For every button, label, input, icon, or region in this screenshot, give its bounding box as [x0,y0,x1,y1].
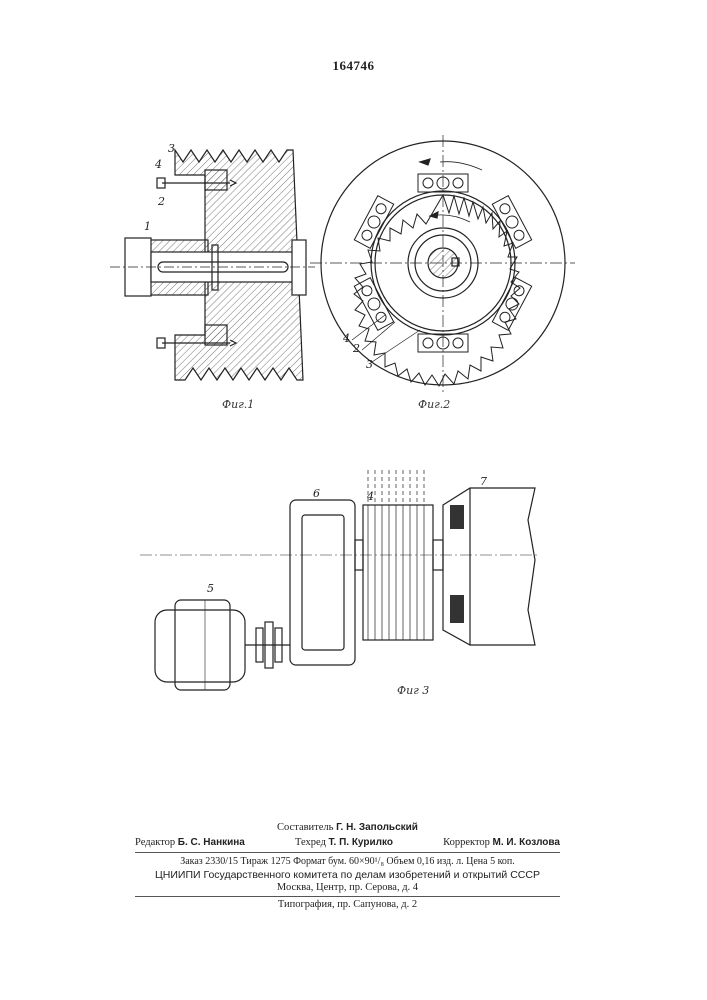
figure-2-front-view [310,135,575,395]
printer: Типография, пр. Сапунова, д. 2 [135,899,560,910]
fig2-caption: Фиг.2 [418,398,450,411]
divider [135,896,560,897]
fig3-label-5: 5 [207,582,214,595]
compiler-name: Г. Н. Запольский [336,822,418,833]
corrector-label: Корректор [443,837,490,848]
order-line: Заказ 2330/15 Тираж 1275 Формат бум. 60×… [135,856,560,867]
techred: Техред Т. П. Курилко [295,837,393,848]
fig2-label-3: 3 [366,358,373,371]
fig1-label-2: 2 [157,195,165,208]
fig3-label-6: 6 [313,487,320,500]
staff-line: Редактор Б. С. Нанкина Техред Т. П. Кури… [135,837,560,848]
editor-name: Б. С. Нанкина [178,837,245,848]
figure-3-assembly-view [140,470,540,690]
fig2-label-2: 2 [352,342,360,355]
fig3-label-7: 7 [480,475,487,488]
address: Москва, Центр, пр. Серова, д. 4 [135,882,560,893]
fig3-label-4: 4 [366,490,374,503]
corrector-name: М. И. Козлова [493,837,560,848]
fig1-label-1: 1 [144,220,151,233]
divider [135,852,560,853]
corrector: Корректор М. И. Козлова [443,837,560,848]
editor-label: Редактор [135,837,175,848]
compiler-line: Составитель Г. Н. Запольский [135,822,560,833]
fig1-label-4: 4 [154,158,162,171]
fig1-label-3: 3 [168,142,175,155]
figure-1-section-view [110,150,315,380]
compiler-label: Составитель [277,822,333,833]
techred-name: Т. П. Курилко [329,837,393,848]
publisher: ЦНИИПИ Государственного комитета по дела… [135,869,560,881]
fig2-label-4: 4 [342,332,350,345]
fig3-caption: Фиг 3 [397,684,429,697]
techred-label: Техред [295,837,326,848]
editor: Редактор Б. С. Нанкина [135,837,245,848]
fig1-caption: Фиг.1 [222,398,254,411]
